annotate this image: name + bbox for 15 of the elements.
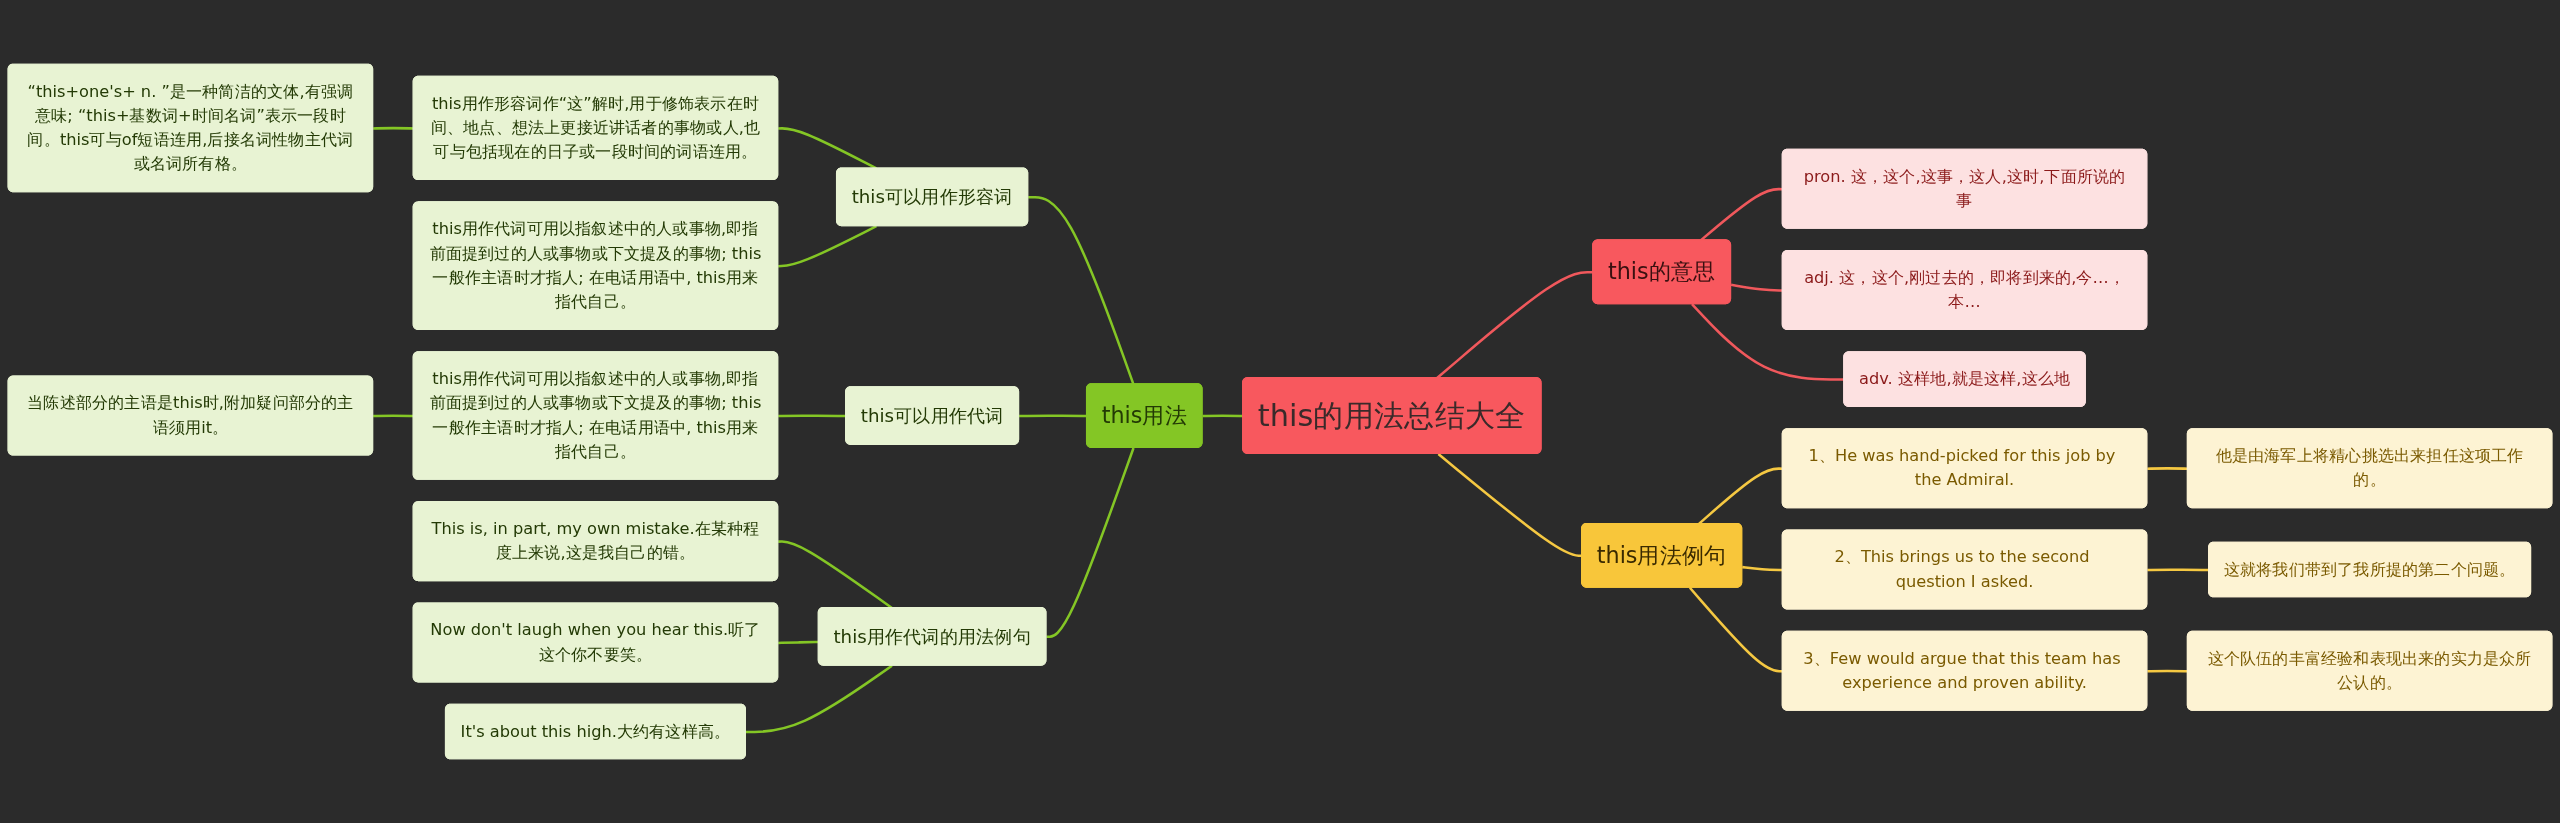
connector [778,640,819,645]
connector [1698,467,1783,525]
connector [1019,414,1087,418]
connector [2147,467,2188,470]
connector [746,664,893,734]
connector [1742,565,1783,572]
connector [1688,586,1783,673]
connector [1028,195,1135,385]
connector [778,540,893,609]
connector [1730,283,1783,292]
connector [778,225,877,268]
connector [2147,669,2188,673]
connector [373,414,414,418]
connector [373,126,414,130]
connector [1046,447,1135,639]
